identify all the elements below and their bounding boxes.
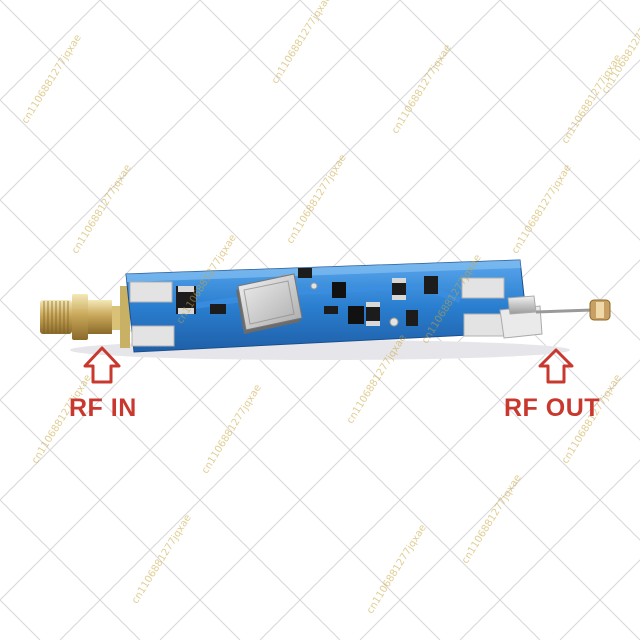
grid-line bbox=[0, 0, 301, 301]
grid-line bbox=[299, 0, 640, 341]
grid-line bbox=[0, 499, 141, 640]
output-pin bbox=[499, 295, 611, 339]
pcb-board bbox=[125, 259, 529, 353]
grid-line bbox=[0, 0, 201, 201]
rf-in-label: RF IN bbox=[69, 394, 137, 422]
rf-out-label: RF OUT bbox=[504, 394, 601, 422]
grid-line bbox=[499, 0, 640, 141]
grid-line bbox=[359, 359, 640, 640]
grid-line bbox=[259, 259, 640, 640]
sma-connector bbox=[40, 286, 130, 348]
grid-line bbox=[399, 0, 640, 241]
rf-in-arrow-icon bbox=[83, 346, 121, 384]
rf-out-arrow-icon bbox=[538, 348, 574, 384]
grid-line bbox=[0, 399, 241, 640]
grid-line bbox=[459, 459, 640, 640]
oscillator-can bbox=[236, 273, 303, 334]
grid-line bbox=[0, 299, 341, 640]
